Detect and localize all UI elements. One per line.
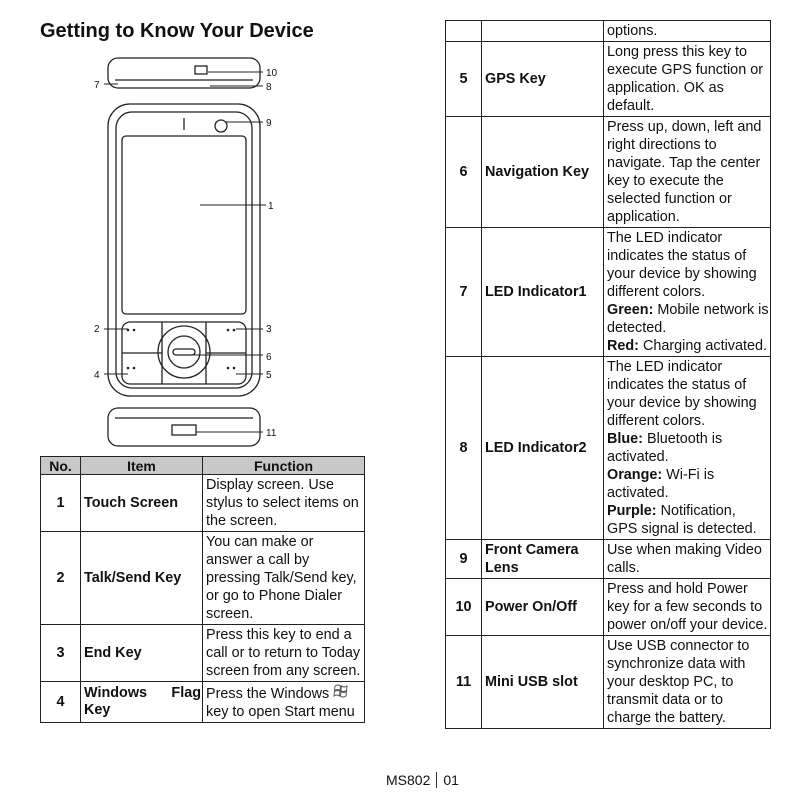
- camera-lens-icon: [214, 119, 228, 133]
- callout-6: 6: [266, 352, 272, 363]
- function-line-2: key to open Start menu: [206, 704, 355, 720]
- item-line-2: Key: [84, 702, 111, 718]
- callout-8: 8: [266, 82, 272, 93]
- table-row: 3 End Key Press this key to end a call o…: [40, 624, 365, 682]
- table-row: 2 Talk/Send Key You can make or answer a…: [40, 531, 365, 625]
- device-front-body: [107, 103, 261, 397]
- callout-11: 11: [266, 428, 277, 439]
- table-row: 4 Windows Flag Key Press the Windows key…: [40, 681, 365, 723]
- navigation-key-icon: [157, 325, 211, 379]
- table-row: 11 Mini USB slot Use USB connector to sy…: [445, 635, 771, 729]
- table-header-row: No. Item Function: [40, 456, 365, 475]
- device-bottom-view: [107, 407, 261, 447]
- table-row: 7 LED Indicator1 The LED indicator indic…: [445, 227, 771, 357]
- windows-flag-icon: [333, 684, 348, 698]
- table-row: options.: [445, 20, 771, 42]
- device-top-view: [107, 57, 261, 89]
- table-row: 1 Touch Screen Display screen. Use stylu…: [40, 474, 365, 532]
- callout-9: 9: [266, 118, 272, 129]
- device-illustration: 1 2 3 4 5 6 7 8 9 10 11: [94, 57, 278, 447]
- callout-4: 4: [94, 370, 100, 381]
- footer-divider: [436, 772, 438, 788]
- table-row: 6 Navigation Key Press up, down, left an…: [445, 116, 771, 228]
- callout-1: 1: [268, 201, 274, 212]
- table-row: 5 GPS Key Long press this key to execute…: [445, 41, 771, 117]
- feature-table-right: options. 5 GPS Key Long press this key t…: [445, 20, 771, 729]
- header-item: Item: [80, 456, 203, 475]
- function-line-1: Press the Windows: [206, 686, 330, 702]
- continued-text: options.: [603, 20, 771, 42]
- page-title: Getting to Know Your Device: [40, 20, 314, 42]
- model-name: MS802: [386, 772, 431, 788]
- table-row: 8 LED Indicator2 The LED indicator indic…: [445, 356, 771, 540]
- page-footer: MS802 01: [386, 772, 459, 788]
- header-function: Function: [202, 456, 365, 475]
- touch-screen-area: [121, 135, 247, 315]
- header-no: No.: [40, 456, 81, 475]
- table-row: 9 Front Camera Lens Use when making Vide…: [445, 539, 771, 579]
- item-line-1: Windows Flag: [84, 685, 201, 701]
- table-row: 10 Power On/Off Press and hold Power key…: [445, 578, 771, 636]
- feature-table-left: No. Item Function 1 Touch Screen Display…: [40, 456, 365, 723]
- callout-7: 7: [94, 80, 100, 91]
- callout-2: 2: [94, 324, 100, 335]
- callout-5: 5: [266, 370, 272, 381]
- page-number: 01: [443, 772, 459, 788]
- callout-3: 3: [266, 324, 272, 335]
- callout-10: 10: [266, 68, 278, 79]
